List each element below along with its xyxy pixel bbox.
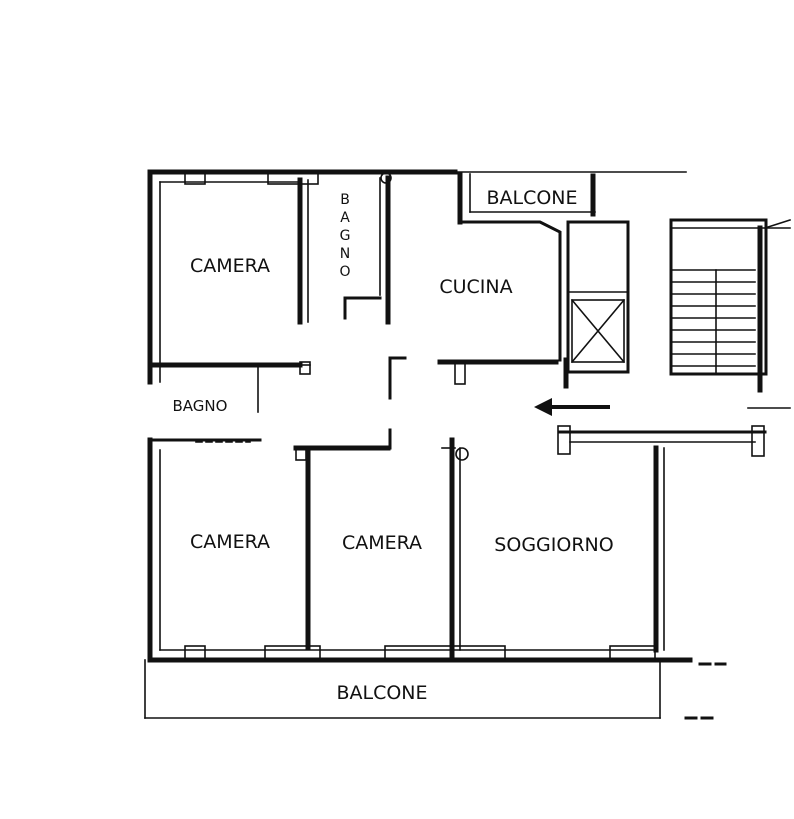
bagno-vertical-letter-4: N <box>340 246 350 262</box>
camera-top-walls <box>147 177 311 375</box>
bagno-vertical-letter-2: A <box>340 210 350 226</box>
camera-bottom-left-label: CAMERA <box>190 531 270 553</box>
arrow-left-icon <box>534 398 610 416</box>
balcone-bottom-label: BALCONE <box>336 682 427 704</box>
bottom-rooms-walls <box>184 171 767 663</box>
bagno-small-walls <box>148 367 262 443</box>
camera-bottom-middle-label: CAMERA <box>342 532 422 554</box>
balcone-top-walls <box>457 171 596 362</box>
bagno-vertical-letter-3: G <box>340 228 351 244</box>
camera-top-label: CAMERA <box>190 255 270 277</box>
cucina-label: CUCINA <box>439 276 512 298</box>
bagno-small-label: BAGNO <box>173 397 228 415</box>
elevator <box>563 220 630 389</box>
soggiorno-label: SOGGIORNO <box>494 534 613 556</box>
bagno-vertical-letter-5: O <box>339 264 350 280</box>
balcone-top-label: BALCONE <box>486 187 577 209</box>
bagno-vertical-walls <box>343 172 392 325</box>
outer-walls <box>147 169 727 666</box>
balcone-bottom-walls <box>144 659 718 720</box>
cucina-walls <box>388 356 559 450</box>
bagno-vertical-letter-1: B <box>340 192 350 208</box>
stairs <box>669 218 792 409</box>
